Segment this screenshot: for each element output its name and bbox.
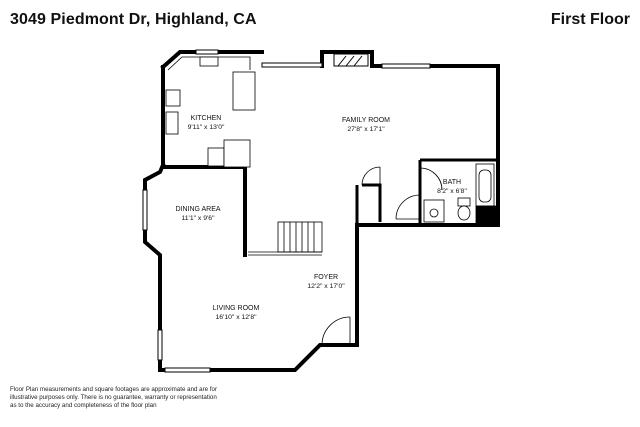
room-dim-family-room: 27'8" x 17'1" [347,126,385,133]
room-dim-dining-area: 11'1" x 9'6" [182,215,216,222]
room-name-kitchen: KITCHEN [191,115,222,122]
kitchen-fixtures [165,56,256,168]
closet-door [361,166,381,186]
bath-door [395,167,443,220]
room-name-foyer: FOYER [314,274,338,281]
closet [355,183,382,225]
room-name-dining-area: DINING AREA [175,206,220,213]
disclaimer-line: as to the accuracy and completeness of t… [10,402,157,409]
staircase [248,221,323,256]
floor-label: First Floor [550,11,630,28]
property-address: 3049 Piedmont Dr, Highland, CA [10,11,257,28]
disclaimer: Floor Plan measurements and square foota… [10,386,240,410]
front-door [321,316,351,346]
room-dim-foyer: 12'2" x 17'0" [307,283,345,290]
room-name-bath: BATH [443,179,461,186]
room-dim-living-room: 16'10" x 12'8" [215,314,257,321]
disclaimer-line: illustrative purposes only. There is no … [10,394,217,401]
disclaimer-line: Floor Plan measurements and square foota… [10,386,218,393]
room-name-family-room: FAMILY ROOM [342,117,390,124]
bath-fixtures [423,163,497,225]
fireplace [333,53,369,67]
windows [142,49,431,373]
room-dim-bath: 8'2" x 6'8" [437,188,467,195]
room-dim-kitchen: 9'11" x 13'0" [188,124,225,131]
room-name-living-room: LIVING ROOM [213,305,260,312]
bath-walls [418,158,498,225]
